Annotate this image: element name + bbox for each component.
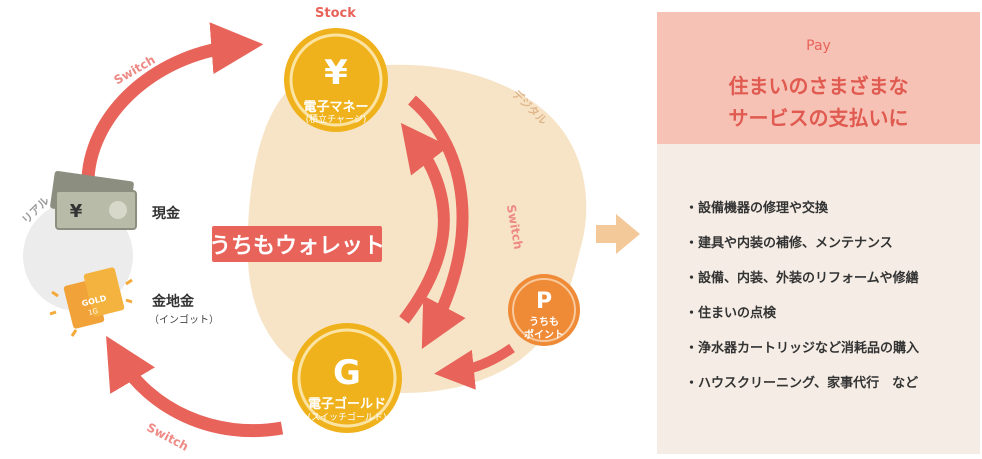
list-item: ・住まいの点検	[685, 306, 777, 321]
switch-arrow-top	[81, 22, 264, 179]
point-label: うちも ポイント	[512, 316, 576, 342]
pay-items-list: ・設備機器の修理や交換 ・建具や内装の補修、メンテナンス ・設備、内装、外装のリ…	[685, 199, 919, 409]
point-to-gold-arrow	[434, 343, 515, 390]
list-item: ・設備機器の修理や交換	[685, 201, 829, 216]
switch-arrow-bottom	[106, 335, 284, 438]
svg-text:¥: ¥	[70, 201, 83, 222]
pay-header-panel: Pay 住まいのさまざまな サービスの支払いに	[657, 12, 980, 144]
gold-bars-icon: GOLD 1G	[49, 267, 133, 337]
list-item: ・浄水器カートリッジなど消耗品の購入	[685, 341, 920, 356]
digital-area-blob	[247, 64, 587, 393]
pay-headline-line2: サービスの支払いに	[728, 106, 909, 130]
egold-coin: G	[292, 323, 402, 433]
yen-icon: ¥	[324, 53, 348, 93]
pay-label: Pay	[806, 38, 831, 54]
list-item: ・設備、内装、外装のリフォームや修繕	[685, 271, 919, 286]
switch-arrow-up	[399, 122, 450, 324]
wallet-banner: うちもウォレット	[209, 226, 385, 262]
emoney-label: 電子マネー	[303, 100, 369, 115]
egold-label: 電子ゴールド	[307, 397, 386, 412]
to-pay-arrow-icon	[596, 214, 640, 254]
emoney-coin: ¥	[284, 28, 388, 132]
pay-items-panel: ・設備機器の修理や交換 ・建具や内装の補修、メンテナンス ・設備、内装、外装のリ…	[657, 144, 980, 454]
point-coin: P	[508, 274, 580, 346]
point-label-line1: うちも	[529, 317, 559, 328]
g-logo-icon: G	[333, 353, 361, 393]
p-logo-icon: P	[536, 289, 552, 314]
egold-sublabel: (スイッチゴールド)	[307, 413, 387, 423]
emoney-sublabel: (積立チャージ)	[305, 115, 367, 125]
cash-notes-icon: ¥	[50, 171, 137, 230]
stock-label: Stock	[315, 6, 356, 21]
cash-label: 現金	[152, 206, 180, 222]
list-item: ・ハウスクリーニング、家事代行 など	[685, 376, 919, 391]
svg-text:1G: 1G	[87, 307, 99, 317]
switch-arrow-down	[408, 95, 469, 350]
point-label-line2: ポイント	[524, 330, 564, 341]
gold-sublabel: （インゴット）	[149, 315, 219, 326]
list-item: ・建具や内装の補修、メンテナンス	[685, 236, 893, 251]
pay-headline-line1: 住まいのさまざまな	[728, 74, 909, 98]
gold-label: 金地金	[152, 294, 194, 310]
